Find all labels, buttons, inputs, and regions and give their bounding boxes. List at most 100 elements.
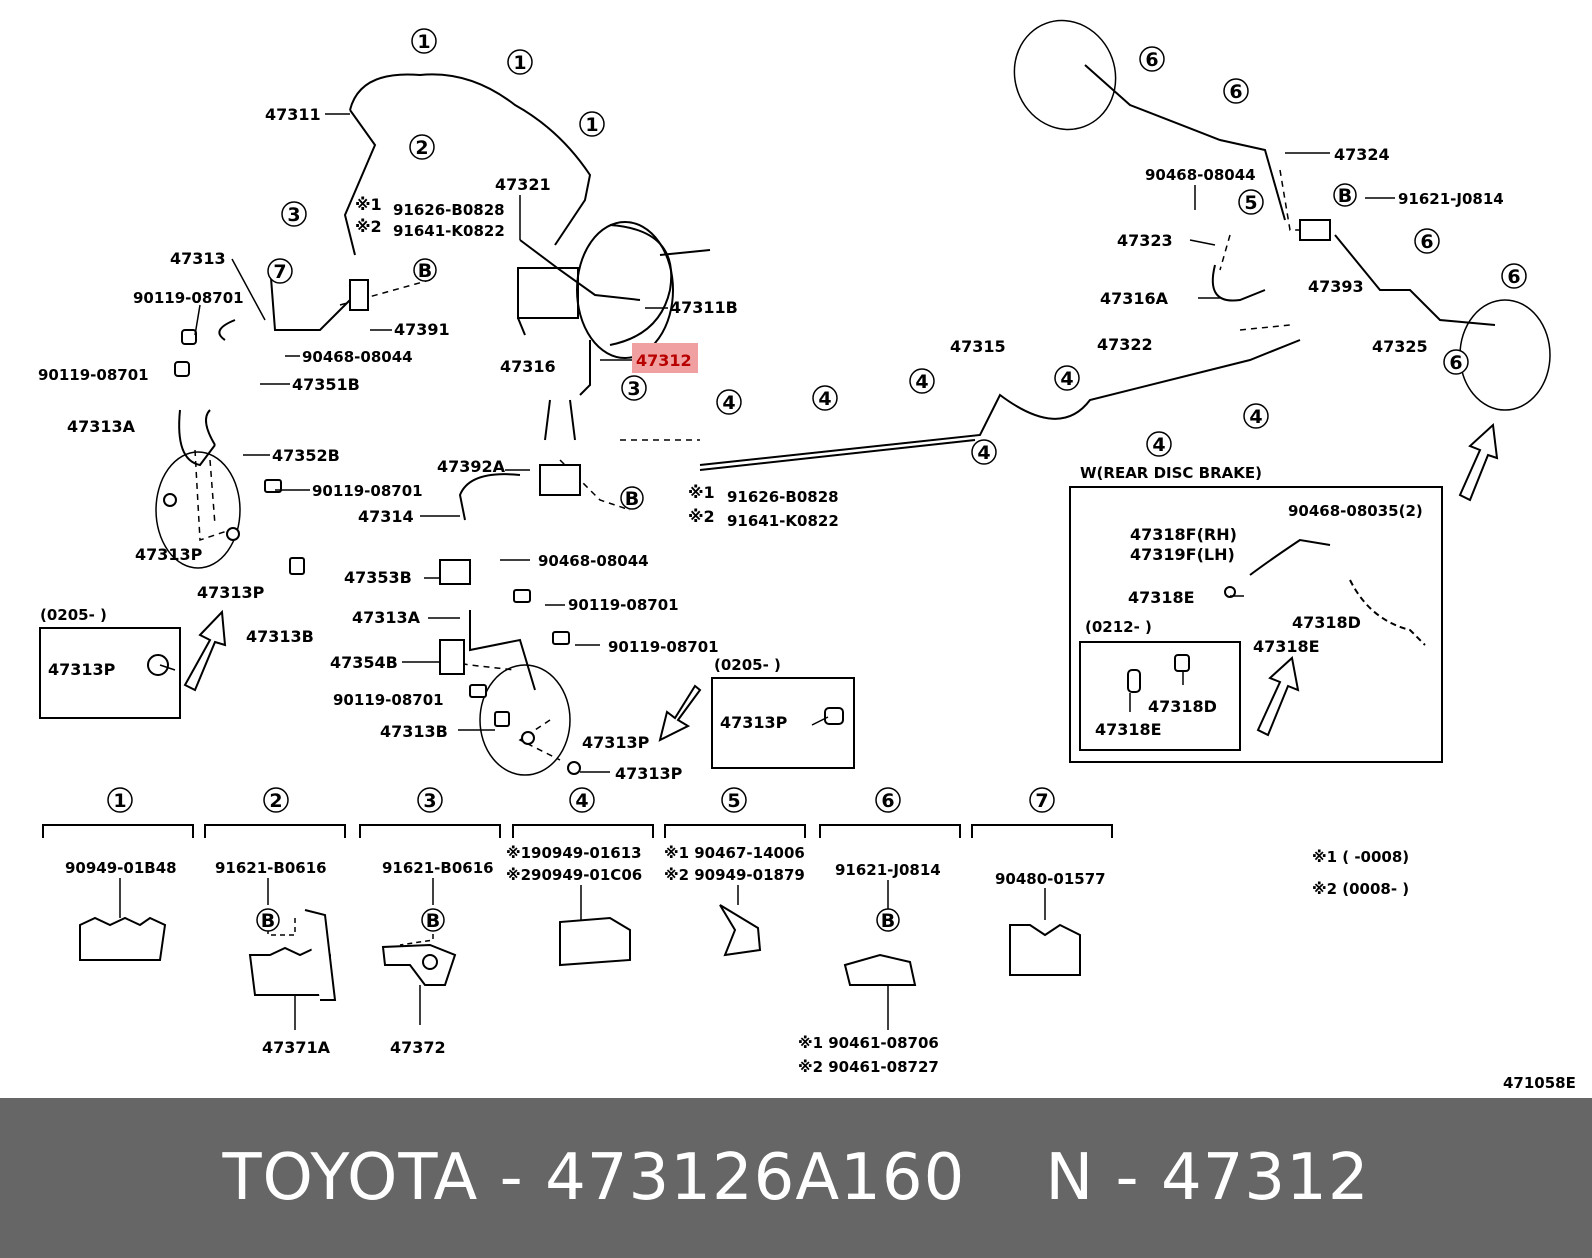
- part-label: 47313P: [48, 660, 116, 679]
- key-part: 91621-J0814: [835, 861, 941, 879]
- part-label: 91641-K0822: [393, 222, 505, 240]
- part-label: 47313P: [615, 764, 683, 783]
- key-part: 90480-01577: [995, 870, 1106, 888]
- ref-4: 4: [1249, 406, 1262, 428]
- part-label: 90119-08701: [312, 482, 423, 500]
- ref-6: 6: [1449, 352, 1462, 374]
- ref-2: 2: [415, 137, 428, 159]
- part-label: 90119-08701: [608, 638, 719, 656]
- ref-3: 3: [627, 378, 640, 400]
- note-mark: ※2: [688, 507, 715, 526]
- part-label: 47318F(RH): [1130, 525, 1237, 544]
- inset-title: W(REAR DISC BRAKE): [1080, 464, 1262, 482]
- part-label: 47318E: [1128, 588, 1195, 607]
- part-label: 47351B: [292, 375, 360, 394]
- ref-b: B: [418, 260, 432, 282]
- part-label: 47318D: [1292, 613, 1361, 632]
- part-label: 47321: [495, 175, 551, 194]
- key-2: 2: [269, 790, 282, 812]
- part-label: 91626-B0828: [727, 488, 839, 506]
- key-3: 3: [423, 790, 436, 812]
- ref-6: 6: [1145, 49, 1158, 71]
- note-mark: ※1: [688, 483, 715, 502]
- ref-6: 6: [1420, 231, 1433, 253]
- ref-b: B: [625, 488, 639, 510]
- key-part: ※1 90467-14006: [664, 844, 805, 862]
- part-label: 47313P: [135, 545, 203, 564]
- key-part: 47372: [390, 1038, 446, 1057]
- part-label: 47311B: [670, 298, 738, 317]
- note-mark: ※2: [355, 217, 382, 236]
- key-part: ※1 90461-08706: [798, 1034, 939, 1052]
- part-label: 47354B: [330, 653, 398, 672]
- part-label: 90119-08701: [568, 596, 679, 614]
- figure-number: 471058E: [1503, 1074, 1576, 1092]
- key-part: ※2 90461-08727: [798, 1058, 939, 1076]
- part-label: 47316: [500, 357, 556, 376]
- ref-7: 7: [273, 261, 286, 283]
- key-part: ※2 90949-01879: [664, 866, 805, 884]
- key-part: 90949-01B48: [65, 859, 177, 877]
- part-label: 47313B: [380, 722, 448, 741]
- ref-1: 1: [513, 52, 526, 74]
- note-mark: ※1: [355, 195, 382, 214]
- part-label: 47324: [1334, 145, 1390, 164]
- part-label: 47318D: [1148, 697, 1217, 716]
- part-label: 47313: [170, 249, 226, 268]
- ref-4: 4: [1152, 434, 1165, 456]
- date-range: (0205- ): [40, 606, 107, 624]
- part-label: 47311: [265, 105, 321, 124]
- key-part: 91621-B0616: [382, 859, 494, 877]
- ref-6: 6: [1507, 266, 1520, 288]
- part-label: 47322: [1097, 335, 1153, 354]
- key-5: 5: [727, 790, 740, 812]
- ref-4: 4: [818, 388, 831, 410]
- ref-4: 4: [722, 392, 735, 414]
- part-label: 47313P: [197, 583, 265, 602]
- key-part: 91621-B0616: [215, 859, 327, 877]
- part-label: 47316A: [1100, 289, 1169, 308]
- key-part: ※290949-01C06: [506, 866, 642, 884]
- ref-4: 4: [1060, 368, 1073, 390]
- ref-5: 5: [1244, 192, 1257, 214]
- part-label: 90119-08701: [38, 366, 149, 384]
- part-label: 91626-B0828: [393, 201, 505, 219]
- part-label: 47313P: [720, 713, 788, 732]
- ref-1: 1: [417, 31, 430, 53]
- footer-banner: TOYOTA - 473126A160 N - 47312: [0, 1098, 1592, 1258]
- part-label: 90119-08701: [333, 691, 444, 709]
- part-label: 47393: [1308, 277, 1364, 296]
- part-label: 47353B: [344, 568, 412, 587]
- part-label: 90119-08701: [133, 289, 244, 307]
- legend-note: ※2 (0008- ): [1312, 880, 1409, 898]
- ref-b: B: [426, 910, 440, 932]
- key-1: 1: [113, 790, 126, 812]
- date-range: (0205- ): [714, 656, 781, 674]
- part-label: 47392A: [437, 457, 506, 476]
- part-label: 47323: [1117, 231, 1173, 250]
- part-label: 90468-08044: [1145, 166, 1256, 184]
- reference-number: N - 47312: [1045, 1141, 1370, 1215]
- legend-note: ※1 ( -0008): [1312, 848, 1409, 866]
- part-label: 47391: [394, 320, 450, 339]
- part-label: 47318E: [1253, 637, 1320, 656]
- part-label: 47313A: [67, 417, 136, 436]
- part-label: 90468-08035(2): [1288, 502, 1423, 520]
- part-label: 90468-08044: [538, 552, 649, 570]
- key-part: 47371A: [262, 1038, 331, 1057]
- part-label: 91621-J0814: [1398, 190, 1504, 208]
- key-6: 6: [881, 790, 894, 812]
- parts-diagram: 1 1 1 2 3 7 3 4 4 4 4 4 4 4 6 6 5 6 6 6 …: [38, 19, 1576, 1092]
- ref-b: B: [881, 910, 895, 932]
- brand-part-number: TOYOTA - 473126A160: [222, 1141, 966, 1215]
- ref-b: B: [1338, 185, 1352, 207]
- key-7: 7: [1035, 790, 1048, 812]
- part-label: 47318E: [1095, 720, 1162, 739]
- date-range: (0212- ): [1085, 618, 1152, 636]
- part-label: 47313P: [582, 733, 650, 752]
- part-label: 47352B: [272, 446, 340, 465]
- ref-4: 4: [977, 442, 990, 464]
- part-label: 90468-08044: [302, 348, 413, 366]
- part-label: 47314: [358, 507, 414, 526]
- part-label: 47313A: [352, 608, 421, 627]
